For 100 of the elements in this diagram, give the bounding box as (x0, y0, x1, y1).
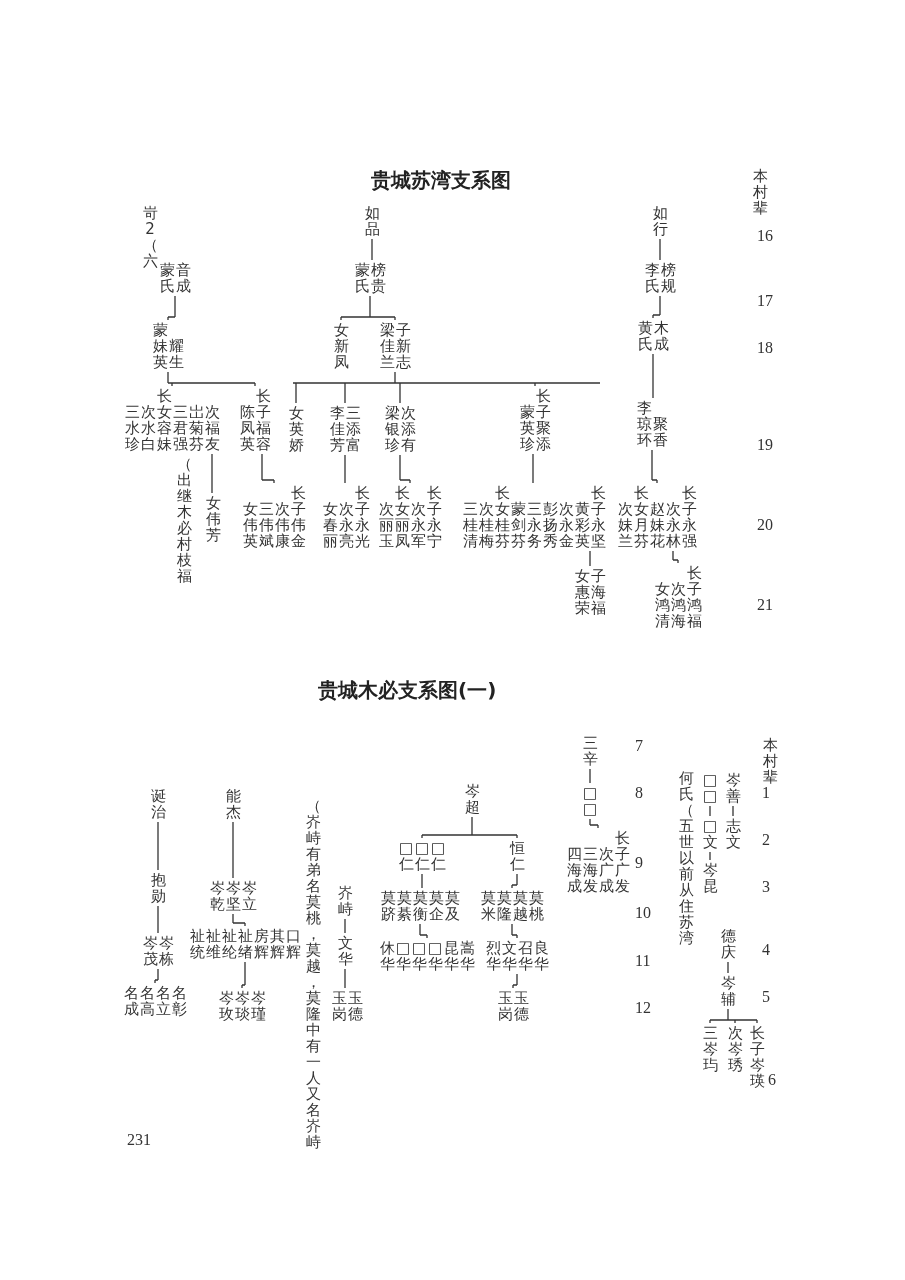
name-column: 其辉 (269, 928, 285, 960)
name-column: 长女月芬 (633, 485, 649, 549)
connector-line (511, 873, 518, 889)
connector-line (157, 821, 159, 871)
name-column: 岀菊芬 (188, 404, 204, 452)
name-column: □□ (582, 785, 598, 817)
name-column: 名高 (139, 985, 155, 1017)
name-column: 恒仁 (509, 840, 525, 872)
connector-line (371, 238, 373, 261)
name-column: □华 (411, 940, 427, 972)
connector-line (512, 973, 518, 989)
name-column: 莫米 (480, 890, 496, 922)
generation-number: 2 (762, 832, 770, 848)
name-column: 彭扬秀 (542, 501, 558, 549)
connector-line (709, 805, 711, 817)
name-column: 岑立 (241, 880, 257, 912)
name-column: 蒙英珍 (519, 404, 535, 452)
name-column: 烈华 (485, 940, 501, 972)
generation-number: 1 (762, 785, 770, 801)
connector-line (344, 918, 346, 934)
name-column: 三君强 (172, 404, 188, 452)
name-column: 黄氏 (637, 320, 653, 352)
name-column: □仁 (398, 840, 414, 872)
name-column: 次福友 (204, 404, 220, 452)
name-column: 蒙剑芬 (510, 501, 526, 549)
name-column: 子新志 (395, 322, 411, 370)
name-column: 如品 (364, 205, 380, 237)
name-column: 长子永宁 (426, 485, 442, 549)
name-column: 名立 (155, 985, 171, 1017)
connector-line (399, 454, 411, 484)
connector-line (709, 851, 711, 861)
name-column: 三岑玙 (702, 1025, 718, 1073)
generation-number: 6 (768, 1072, 776, 1088)
connector-line (167, 371, 256, 387)
name-column: 次桂梅 (478, 501, 494, 549)
generation-number: 11 (635, 953, 651, 969)
name-column: 玉德 (347, 990, 363, 1022)
connector-line (732, 805, 734, 817)
name-column: 次广成 (598, 846, 614, 894)
name-column: □华 (395, 940, 411, 972)
name-column: 岑茂 (142, 935, 158, 967)
generation-number: 8 (635, 785, 643, 801)
connector-line (232, 913, 246, 927)
chart-title: 贵城苏湾支系图 (371, 168, 511, 192)
connector-line (709, 1008, 758, 1024)
name-column: 昆华 (443, 940, 459, 972)
name-column: 名成 (123, 985, 139, 1017)
connector-line (344, 968, 346, 989)
name-column: 长子永光 (354, 485, 370, 549)
connector-line (292, 371, 601, 404)
name-column: 莫衡 (412, 890, 428, 922)
name-column: 长子永强 (681, 485, 697, 549)
name-column: 女惠荣 (574, 568, 590, 616)
connector-line (154, 968, 159, 984)
vertical-note: （出继木必村枝福 (176, 456, 192, 584)
name-column: 女鸿清 (654, 581, 670, 629)
name-column: 莫跻 (380, 890, 396, 922)
name-column: 岑辅 (720, 975, 736, 1007)
name-column: 玉德 (513, 990, 529, 1022)
connector-line (652, 295, 661, 319)
name-column: 次永军 (410, 501, 426, 549)
name-column: 次永亮 (338, 501, 354, 549)
name-column: 长子岑瑛 (749, 1025, 765, 1089)
name-column: 三桂清 (462, 501, 478, 549)
name-column: 聚香 (652, 416, 668, 448)
name-column: 长子伟金 (290, 485, 306, 549)
name-column: 玉岗 (497, 990, 513, 1022)
name-column: 耀生 (168, 338, 184, 370)
name-column: 蒙氏 (354, 262, 370, 294)
generation-number: 17 (757, 293, 773, 309)
connector-line (167, 295, 176, 321)
connector-line (589, 768, 591, 784)
name-column: 女春丽 (322, 501, 338, 549)
generation-number: 16 (757, 228, 773, 244)
name-column: 三添富 (345, 405, 361, 453)
connector-line (261, 453, 275, 484)
name-column: 次丽玉 (378, 501, 394, 549)
name-column: 祉统 (189, 928, 205, 960)
vertical-note: 本村辈 (752, 168, 768, 216)
name-column: 文华 (337, 935, 353, 967)
name-column: 岑昆 (702, 862, 718, 894)
connector-line (651, 449, 658, 484)
name-column: 子海福 (590, 568, 606, 616)
name-column: □华 (427, 940, 443, 972)
name-column: 长子福容 (255, 388, 271, 452)
name-column: 次水白 (140, 404, 156, 452)
name-column: 四海成 (566, 846, 582, 894)
name-column: 陈凤英 (239, 404, 255, 452)
vertical-note: （岕峙有弟名莫桃，莫越，莫隆中有一人又名岕峙 (305, 798, 321, 1150)
name-column: 蒙氏 (159, 262, 175, 294)
name-column: 赵妹花 (649, 501, 665, 549)
name-column: 岕峙 (337, 885, 353, 917)
name-column: 次伟康 (274, 501, 290, 549)
generation-number: 10 (635, 905, 651, 921)
connector-line (532, 453, 534, 484)
name-column: 梁佳兰 (379, 322, 395, 370)
name-column: 李琼环 (636, 400, 652, 448)
name-column: 木成 (653, 320, 669, 352)
name-column: 岑乾 (209, 880, 225, 912)
name-column: 长女容妹 (156, 388, 172, 452)
